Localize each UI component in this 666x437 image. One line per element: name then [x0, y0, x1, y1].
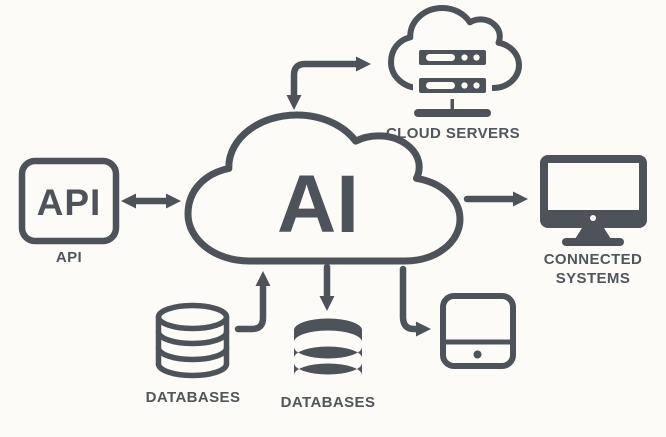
- arrowhead-down-icon: [319, 296, 335, 311]
- arrow-api-ai: [121, 193, 181, 209]
- ai-cloud-node: AI: [188, 115, 460, 261]
- arrow-ai-tablet: [399, 265, 431, 337]
- ai-label: AI: [277, 159, 359, 250]
- api-box-text: API: [37, 182, 102, 223]
- arrow-ai-databases-center: [319, 263, 335, 311]
- cloud-servers-node: CLOUD SERVERS: [386, 8, 520, 142]
- database-cylinder-filled-icon: [294, 318, 362, 375]
- connected-systems-caption-line1: CONNECTED: [544, 251, 643, 268]
- cloud-servers-caption: CLOUD SERVERS: [386, 125, 520, 142]
- arrowhead-right-icon: [166, 193, 181, 209]
- databases-center-caption: DATABASES: [281, 394, 376, 411]
- arrow-databases-left-ai: [234, 271, 271, 333]
- arrowhead-right-icon: [513, 191, 528, 207]
- arrow-ai-connected-systems: [463, 191, 528, 207]
- cloud-server-rack-icon: [391, 8, 519, 88]
- cloud-outline-icon: [188, 115, 460, 261]
- connected-systems-caption-line2: SYSTEMS: [556, 270, 630, 287]
- arrowhead-right-icon: [356, 56, 371, 72]
- arrowhead-left-icon: [121, 193, 136, 209]
- tablet-node: [440, 293, 516, 369]
- api-chip-icon: [18, 157, 120, 245]
- databases-center-node: DATABASES: [281, 318, 376, 411]
- arrowhead-up-icon: [255, 271, 271, 286]
- desktop-monitor-icon: [540, 155, 647, 246]
- arrowhead-down-icon: [286, 95, 302, 110]
- api-node: API API: [18, 157, 120, 266]
- databases-left-node: DATABASES: [146, 302, 241, 406]
- connected-systems-node: CONNECTED SYSTEMS: [540, 155, 647, 287]
- tablet-device-icon: [440, 293, 516, 369]
- arrowhead-right-icon: [416, 321, 431, 337]
- database-cylinder-outline-icon: [155, 302, 230, 379]
- api-caption: API: [56, 249, 82, 266]
- arrow-ai-cloud-servers: [286, 56, 371, 110]
- databases-left-caption: DATABASES: [146, 389, 241, 406]
